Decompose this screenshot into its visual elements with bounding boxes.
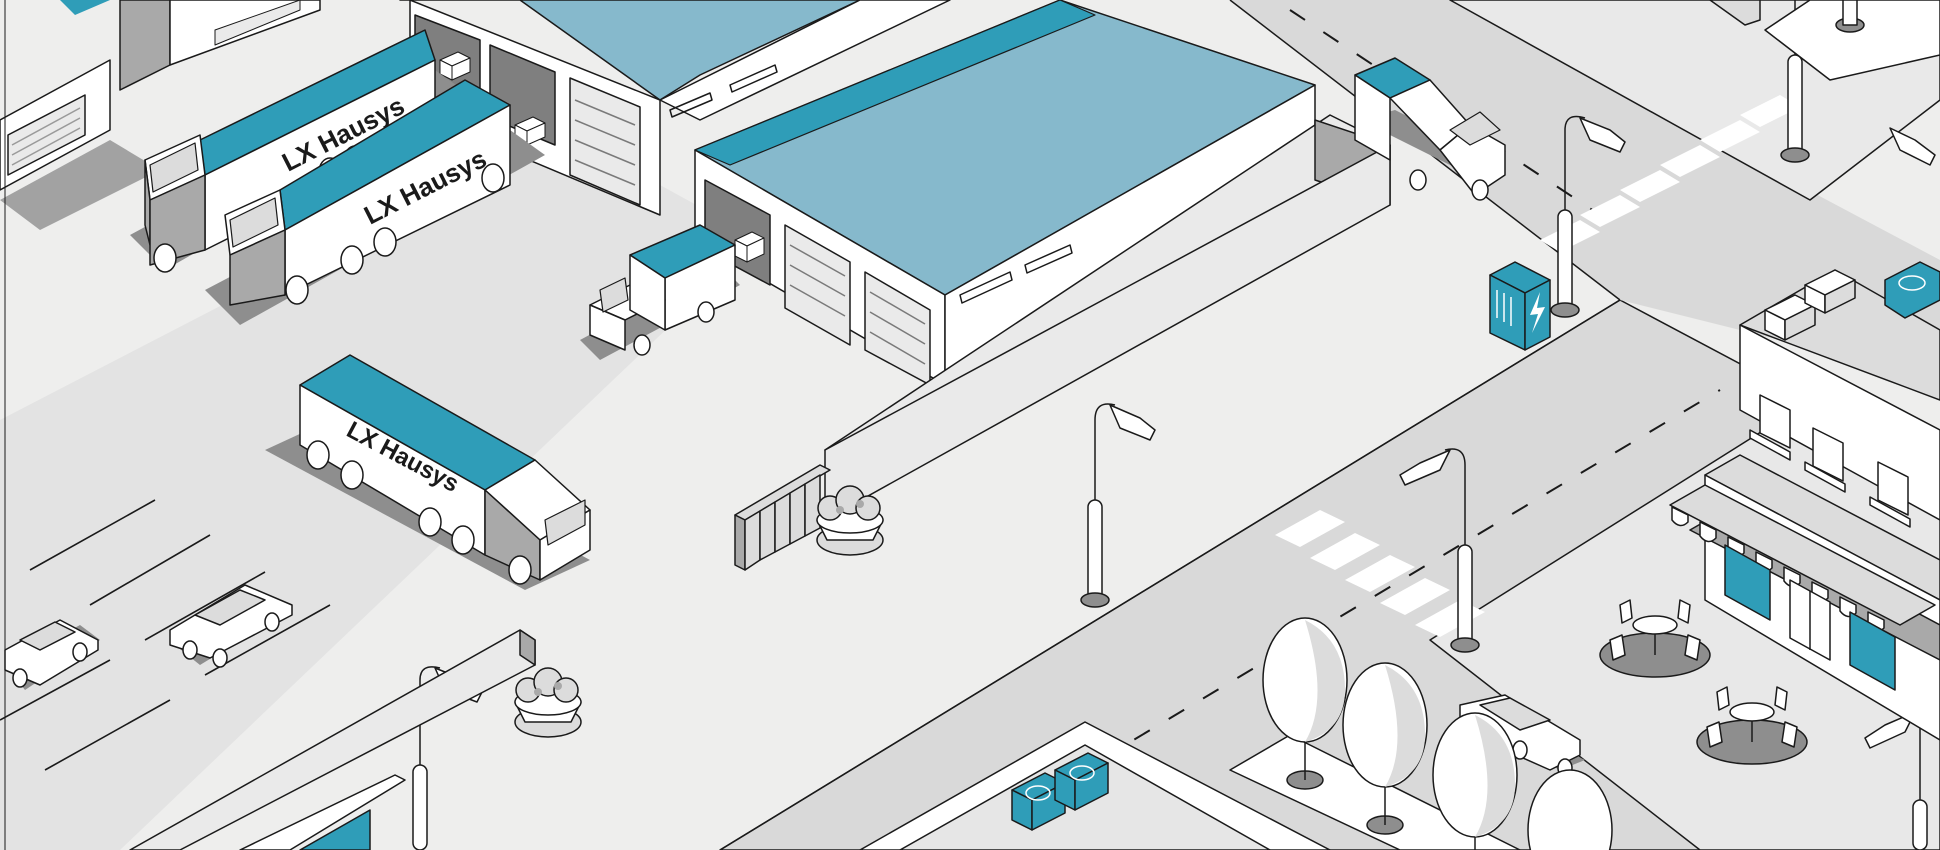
garage-building-top-left bbox=[0, 0, 321, 230]
building-bottom-left bbox=[129, 629, 536, 850]
tree-icon bbox=[1229, 617, 1613, 850]
warehouse-front bbox=[694, 0, 1391, 571]
building-bottom-center bbox=[859, 721, 1331, 850]
fan-icon-rooftop bbox=[1884, 261, 1940, 319]
car-highway-2 bbox=[169, 584, 293, 668]
truck-center: LX Hausys bbox=[265, 354, 591, 590]
fan-icon bbox=[1011, 752, 1109, 831]
car-highway-1 bbox=[4, 619, 100, 690]
lightning-icon bbox=[1530, 292, 1545, 333]
planter-icon bbox=[514, 485, 884, 738]
ev-charger-icon bbox=[1489, 261, 1551, 351]
warehouse-back bbox=[399, 0, 951, 216]
shop-building-right bbox=[1669, 261, 1940, 741]
delivery-van-dock bbox=[580, 224, 740, 360]
truck-parked-2: LX Hausys bbox=[205, 79, 545, 325]
delivery-van-top bbox=[1354, 57, 1506, 201]
plaza-structure bbox=[1709, 0, 1940, 81]
cafe-table-icon bbox=[1599, 599, 1808, 765]
